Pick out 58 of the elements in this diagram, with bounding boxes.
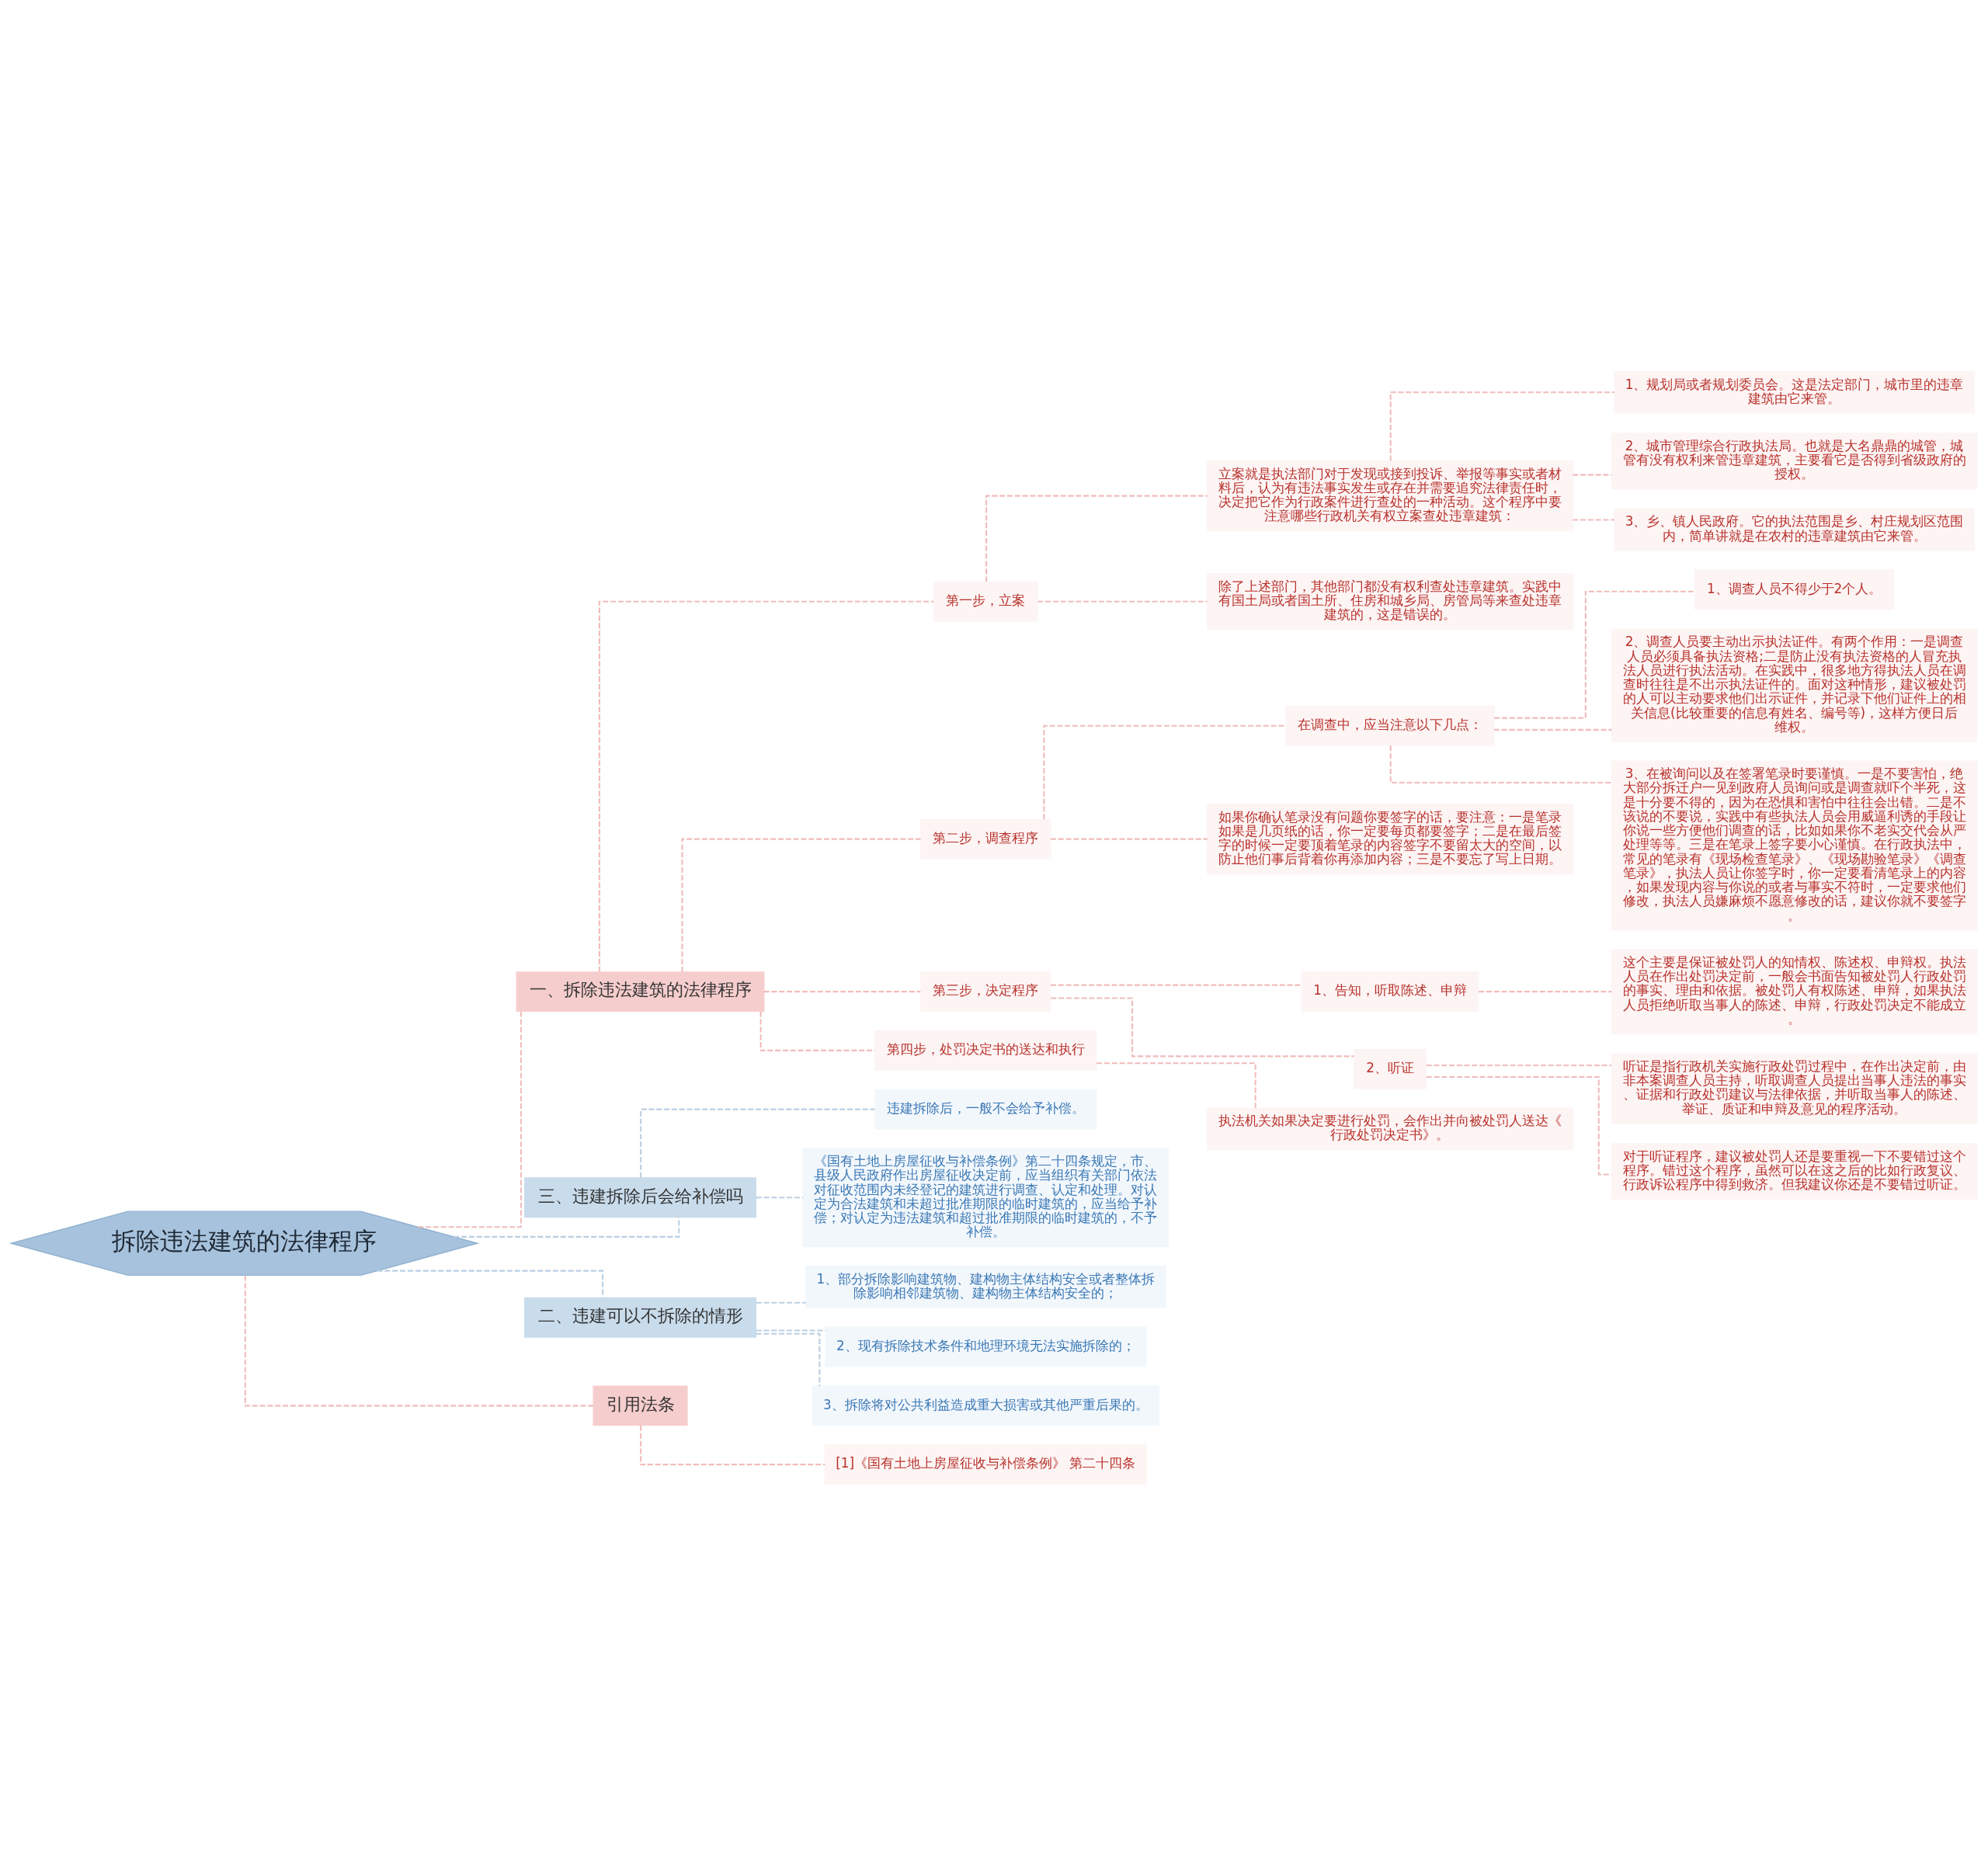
node-box: 第一步，立案 bbox=[933, 581, 1038, 622]
connector bbox=[1037, 600, 1208, 603]
connector bbox=[763, 990, 921, 992]
connector bbox=[1426, 1064, 1612, 1066]
connector bbox=[1051, 996, 1354, 1057]
connector bbox=[418, 1010, 522, 1228]
connector bbox=[1573, 474, 1612, 476]
connector bbox=[244, 1275, 594, 1406]
node-box: 听证是指行政机关实施行政处罚过程中，在作出决定前，由非本案调查人员主持，听取调查人员提出当事人违法的事实、证据和行政处罚建议与法律依据，并听取当事人的陈述、举证、质证和申辩及意见的程序活动。 bbox=[1611, 1052, 1978, 1124]
node-box: 1、规划局或者规划委员会。这是法定部门，城市里的违章建筑由它来管。 bbox=[1614, 370, 1975, 414]
connector bbox=[756, 1329, 826, 1332]
node-box: 2、现有拆除技术条件和地理环境无法实施拆除的； bbox=[825, 1326, 1147, 1367]
connector bbox=[1494, 728, 1612, 731]
node-box: 第二步，调查程序 bbox=[920, 818, 1051, 860]
connector bbox=[377, 1270, 604, 1297]
node-box: 《国有土地上房屋征收与补偿条例》第二十四条规定，市、县级人民政府作出房屋征收决定前，应当组织有关部门依法对征收范围内未经登记的建筑进行调查、认定和处理。对认定为合法建筑和未超过批准期限的临时建筑的，应当给予补偿；对认定为违法建筑和超过批准期限的临时建筑的，不予补偿。 bbox=[802, 1147, 1170, 1247]
node-box: 执法机关如果决定要进行处罚，会作出并向被处罚人送达《行政处罚决定书》。 bbox=[1207, 1107, 1573, 1150]
connector bbox=[1479, 990, 1612, 992]
connector bbox=[598, 600, 934, 971]
node-box: 2、调查人员要主动出示执法证件。有两个作用：一是调查人员必须具备执法资格;二是防止没有执法资格的人冒充执法人员进行执法活动。在实践中，很多地方得执法人员在调查时往往是不出示执法证件的。面对这种情形，建议被处罚的人可以主动要求他们出示证件，并记录下他们证件上的相关信息(比较重要的信息有姓名、编号等)，这样方便日后维权。 bbox=[1611, 628, 1978, 742]
connector bbox=[640, 1108, 875, 1178]
node-box: 1、部分拆除影响建筑物、建构物主体结构安全或者整体拆除影响相邻建筑物、建构物主体结构安全的； bbox=[805, 1265, 1166, 1308]
connector bbox=[756, 1332, 821, 1386]
connector bbox=[1043, 724, 1286, 819]
connector bbox=[759, 1011, 875, 1051]
node-box: 三、违建拆除后会给补偿吗 bbox=[524, 1176, 756, 1218]
connector bbox=[1494, 590, 1695, 719]
connector bbox=[1389, 391, 1614, 460]
node-box: 引用法条 bbox=[593, 1384, 688, 1426]
node-box: 2、听证 bbox=[1354, 1048, 1427, 1089]
node-box: 这个主要是保证被处罚人的知情权、陈述权、申辩权。执法人员在作出处罚决定前，一般会书面告知被处罚人行政处罚的事实、理由和依据。被处罚人有权陈述、申辩，如果执法人员拒绝听取当事人的陈述、申辩，行政处罚决定不能成立。 bbox=[1611, 948, 1978, 1034]
node-box: 2、城市管理综合行政执法局。也就是大名鼎鼎的城管，城管有没有权利来管违章建筑，主要看它是否得到省级政府的授权。 bbox=[1611, 432, 1978, 489]
node-box: 1、告知，听取陈述、申辩 bbox=[1301, 971, 1479, 1012]
node-box: 如果你确认笔录没有问题你要签字的话，要注意：一是笔录如果是几页纸的话，你一定要每页都要签字；二是在最后签字的时候一定要顶着笔录的内容签字不要留太大的空间，以防止他们事后背着你再添加内容；三是不要忘了写上日期。 bbox=[1207, 803, 1573, 874]
node-box: 违建拆除后，一般不会给予补偿。 bbox=[874, 1089, 1097, 1130]
connector bbox=[1051, 838, 1208, 840]
node-box: 一、拆除违法建筑的法律程序 bbox=[516, 971, 765, 1012]
node-box: 3、在被询问以及在签署笔录时要谨慎。一是不要害怕，绝大部分拆迁户一见到政府人员询问或是调查就吓个半死，这是十分要不得的，因为在恐惧和害怕中往往会出错。二是不该说的不要说，实践中有些执法人员会用威逼利诱的手段让你说一些方便他们调查的话，比如如果你不老实交代会从严处理等等。三是在笔录上签字要小心谨慎。在行政执法中，常见的笔录有《现场检查笔录》、《现场勘验笔录》《调查笔录》，执法人员让你签字时，你一定要看清笔录上的内容，如果发现内容与你说的或者与事实不符时，一定要求他们修改，执法人员嫌麻烦不愿意修改的话，建议你就不要签字。 bbox=[1611, 760, 1978, 930]
node-box: 在调查中，应当注意以下几点： bbox=[1285, 705, 1495, 746]
connector bbox=[1051, 984, 1302, 986]
connector bbox=[985, 495, 1208, 582]
connector bbox=[756, 1301, 806, 1304]
node-box: 立案就是执法部门对于发现或接到投诉、举报等事实或者材料后，认为有违法事实发生或存在并需要追究法律责任时，决定把它作为行政案件进行查处的一种活动。这个程序中要注意哪些行政机关有权立案查处违章建筑： bbox=[1207, 460, 1573, 531]
connector bbox=[756, 1196, 803, 1198]
connector bbox=[1573, 518, 1615, 520]
connector bbox=[1389, 745, 1612, 783]
node-box: 第三步，决定程序 bbox=[920, 971, 1051, 1012]
node-box: 对于听证程序，建议被处罚人还是要重视一下不要错过这个程序。错过这个程序，虽然可以在这之后的比如行政复议、行政诉讼程序中得到救济。但我建议你还是不要错过听证。 bbox=[1611, 1142, 1978, 1200]
node-box: 除了上述部门，其他部门都没有权利查处违章建筑。实践中有国土局或者国土所、住房和城乡局、房管局等来查处违章建筑的，这是错误的。 bbox=[1207, 572, 1573, 630]
node-box: 3、拆除将对公共利益造成重大损害或其他严重后果的。 bbox=[812, 1384, 1160, 1426]
node-box: 第四步，处罚决定书的送达和执行 bbox=[874, 1030, 1097, 1071]
connector bbox=[1097, 1061, 1256, 1108]
node-box: [1]《国有土地上房屋征收与补偿条例》 第二十四条 bbox=[824, 1443, 1148, 1485]
node-box: 二、违建可以不拆除的情形 bbox=[524, 1297, 756, 1338]
node-box: 3、乡、镇人民政府。它的执法范围是乡、村庄规划区范围内，简单讲就是在农村的违章建筑由它来管。 bbox=[1614, 508, 1975, 551]
connector bbox=[640, 1425, 825, 1465]
connector bbox=[681, 838, 921, 972]
node-box: 1、调查人员不得少于2个人。 bbox=[1694, 568, 1894, 610]
